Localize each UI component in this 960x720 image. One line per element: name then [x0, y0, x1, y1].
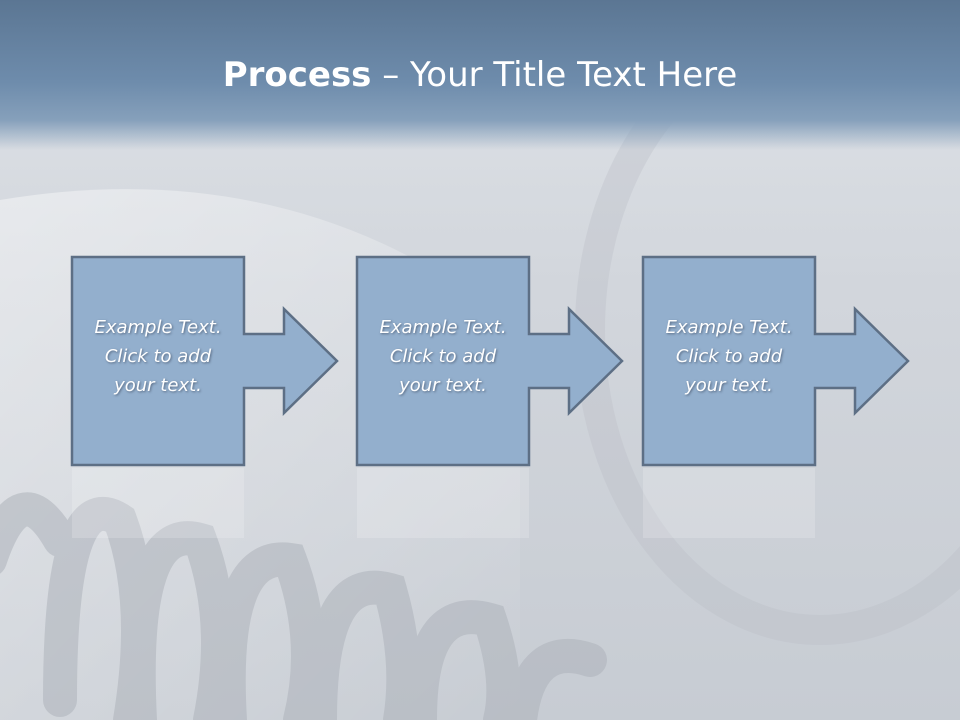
step-text-line: your text. [399, 375, 487, 396]
title-bar [0, 0, 960, 150]
process-step-1[interactable]: Example Text. Click to add your text. [70, 255, 342, 467]
slide-title[interactable]: Process – Your Title Text Here [0, 52, 960, 98]
title-bold: Process [222, 55, 372, 95]
step-text-line: Click to add [104, 346, 212, 367]
process-step-3[interactable]: Example Text. Click to add your text. [641, 255, 913, 467]
step-text-line: your text. [685, 375, 773, 396]
step-arrow-shape [641, 255, 910, 467]
step-arrow-shape [355, 255, 624, 467]
step-text[interactable]: Example Text. Click to add your text. [72, 313, 244, 400]
step-text-line: Click to add [675, 346, 783, 367]
title-rest: – Your Title Text Here [371, 55, 738, 95]
step-text-line: Example Text. [379, 317, 507, 338]
step-text-line: Example Text. [665, 317, 793, 338]
process-step-2[interactable]: Example Text. Click to add your text. [355, 255, 627, 467]
steps-reflection [72, 468, 815, 538]
step-text-line: Click to add [389, 346, 497, 367]
step-text[interactable]: Example Text. Click to add your text. [357, 313, 529, 400]
step-text-line: Example Text. [94, 317, 222, 338]
step-text[interactable]: Example Text. Click to add your text. [643, 313, 815, 400]
step-text-line: your text. [114, 375, 202, 396]
step-arrow-shape [70, 255, 339, 467]
